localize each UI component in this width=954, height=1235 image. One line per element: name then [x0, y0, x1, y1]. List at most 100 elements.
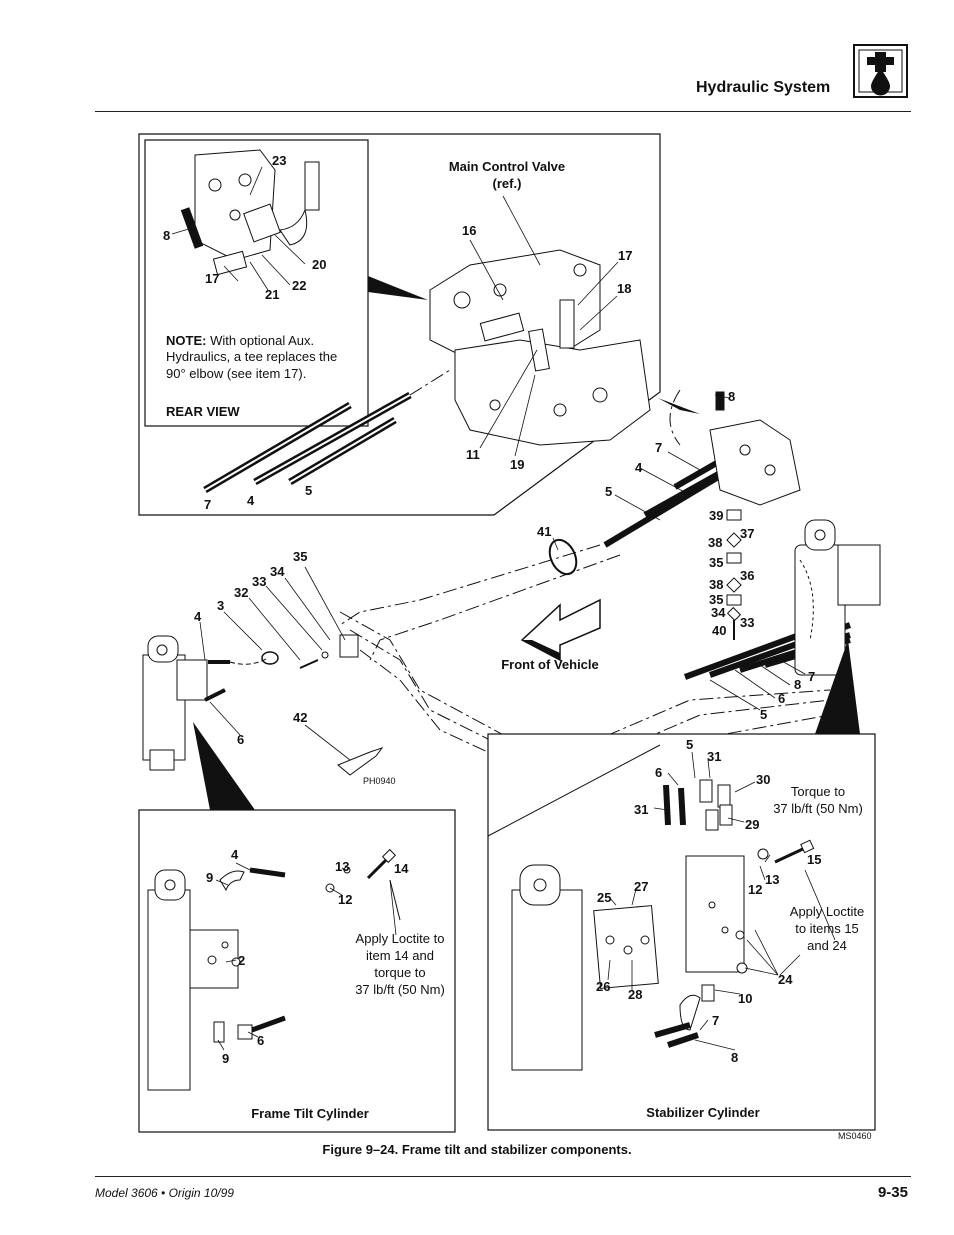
svg-text:4: 4 [635, 460, 643, 475]
svg-text:5: 5 [686, 737, 693, 752]
svg-text:10: 10 [738, 991, 752, 1006]
stabilizer-inset-sketch [511, 779, 769, 1071]
svg-text:31: 31 [707, 749, 721, 764]
svg-text:28: 28 [628, 987, 642, 1002]
stabilizer-loctite-note: Apply Loctite [790, 904, 864, 919]
svg-text:13: 13 [765, 872, 779, 887]
svg-text:13: 13 [335, 859, 349, 874]
svg-text:torque to: torque to [374, 965, 425, 980]
rear-view-valve-sketch [180, 149, 320, 276]
svg-text:33: 33 [252, 574, 266, 589]
svg-text:17: 17 [205, 271, 219, 286]
svg-text:40: 40 [712, 623, 726, 638]
svg-text:6: 6 [655, 765, 662, 780]
page-number: 9-35 [877, 1184, 908, 1201]
svg-text:14: 14 [394, 861, 409, 876]
svg-text:4: 4 [231, 847, 239, 862]
svg-text:34: 34 [711, 605, 726, 620]
svg-text:7: 7 [655, 440, 662, 455]
svg-text:36: 36 [740, 568, 754, 583]
svg-text:5: 5 [305, 483, 312, 498]
svg-text:37 lb/ft (50 Nm): 37 lb/ft (50 Nm) [773, 801, 863, 816]
footer-rule [95, 1176, 911, 1177]
svg-text:21: 21 [265, 287, 279, 302]
svg-text:5: 5 [760, 707, 767, 722]
svg-text:4: 4 [194, 609, 202, 624]
hydraulic-fluid-icon [853, 44, 908, 98]
svg-text:17: 17 [618, 248, 632, 263]
svg-text:24: 24 [778, 972, 793, 987]
svg-text:32: 32 [234, 585, 248, 600]
svg-text:35: 35 [709, 555, 723, 570]
svg-text:20: 20 [312, 257, 326, 272]
main-control-valve [429, 249, 651, 446]
stabilizer-torque-note: Torque to [791, 784, 845, 799]
svg-text:30: 30 [756, 772, 770, 787]
header-rule [95, 111, 911, 112]
svg-text:15: 15 [807, 852, 821, 867]
svg-text:7: 7 [204, 497, 211, 512]
rear-view-note: NOTE: With optional Aux. [166, 333, 314, 348]
stabilizer-pointer [815, 640, 860, 734]
bracket-detail [299, 634, 359, 669]
svg-text:2: 2 [238, 953, 245, 968]
svg-text:(ref.): (ref.) [493, 176, 522, 191]
svg-text:11: 11 [466, 447, 480, 462]
svg-text:35: 35 [293, 549, 307, 564]
svg-text:26: 26 [596, 979, 610, 994]
svg-text:4: 4 [247, 493, 255, 508]
svg-text:33: 33 [740, 615, 754, 630]
loctite-bottle [337, 747, 384, 776]
svg-text:35: 35 [709, 592, 723, 607]
svg-text:item 14 and: item 14 and [366, 948, 434, 963]
frame-tilt-stabilizer-diagram: Main Control Valve (ref.) Front of Vehic… [138, 133, 881, 1141]
svg-text:8: 8 [163, 228, 170, 243]
svg-text:31: 31 [634, 802, 648, 817]
fitting-stack [726, 509, 742, 640]
svg-text:to items 15: to items 15 [795, 921, 859, 936]
svg-text:7: 7 [712, 1013, 719, 1028]
frame-tilt-cylinder-sketch [142, 635, 208, 771]
callout-numbers: 23 8 17 21 22 20 16 17 18 11 19 7 4 5 8 … [163, 153, 821, 1066]
svg-text:34: 34 [270, 564, 285, 579]
svg-text:37: 37 [740, 526, 754, 541]
bolt-15 [774, 839, 815, 864]
ms-code: MS0460 [838, 1131, 872, 1141]
svg-text:18: 18 [617, 281, 631, 296]
svg-text:9: 9 [206, 870, 213, 885]
svg-text:6: 6 [778, 691, 785, 706]
frame-tilt-note: Apply Loctite to [356, 931, 445, 946]
svg-text:12: 12 [338, 892, 352, 907]
tilt-hoses [204, 660, 230, 702]
clamp-41 [548, 538, 578, 576]
section-title: Hydraulic System [696, 79, 831, 96]
ph-code: PH0940 [363, 776, 396, 786]
rear-view-pointer [368, 276, 428, 300]
figure-caption: Figure 9–24. Frame tilt and stabilizer c… [322, 1142, 632, 1157]
svg-text:6: 6 [257, 1033, 264, 1048]
svg-text:27: 27 [634, 879, 648, 894]
svg-text:9: 9 [222, 1051, 229, 1066]
svg-text:25: 25 [597, 890, 611, 905]
frame-tilt-title: Frame Tilt Cylinder [251, 1106, 369, 1121]
frame-tilt-pointer [193, 722, 255, 810]
stabilizer-cylinder-sketch [794, 519, 881, 676]
svg-text:38: 38 [709, 577, 723, 592]
svg-text:7: 7 [808, 669, 815, 684]
leader-lines [171, 166, 836, 1051]
upper-panel-outline [138, 133, 661, 516]
stabilizer-title: Stabilizer Cylinder [646, 1105, 759, 1120]
svg-text:Hydraulics, a tee replaces the: Hydraulics, a tee replaces the [166, 349, 337, 364]
svg-text:19: 19 [510, 457, 524, 472]
svg-text:39: 39 [709, 508, 723, 523]
hose-bundle-upper [203, 391, 412, 494]
svg-text:8: 8 [728, 389, 735, 404]
frame-tilt-inset-sketch [147, 869, 253, 1091]
valve-detail-right [709, 391, 801, 506]
valve-pointer [658, 398, 700, 414]
svg-text:16: 16 [462, 223, 476, 238]
rear-view-title: REAR VIEW [166, 404, 240, 419]
label-main-control-valve: Main Control Valve [449, 159, 565, 174]
front-of-vehicle-arrow [520, 598, 601, 662]
svg-text:90° elbow (see item 17).: 90° elbow (see item 17). [166, 366, 306, 381]
